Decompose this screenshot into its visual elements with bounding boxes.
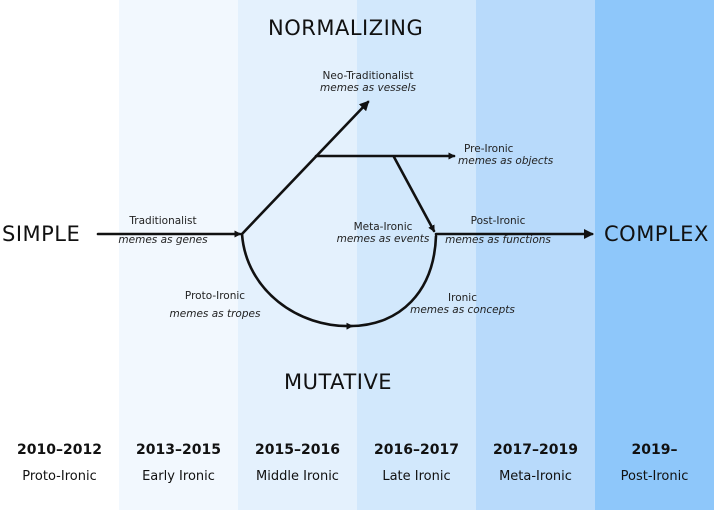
node-title: Traditionalist xyxy=(129,215,197,227)
era-band-3 xyxy=(238,0,357,510)
era-band-1 xyxy=(0,0,119,510)
node-subtitle: memes as events xyxy=(336,233,430,245)
axis-label-left: SIMPLE xyxy=(2,222,81,246)
arc-ironic xyxy=(350,234,438,328)
node-meta-ironic: Meta-Ironic memes as events xyxy=(328,221,438,245)
node-post-ironic: Post-Ironic memes as functions xyxy=(438,215,558,246)
timeline-years-1: 2010–2012 xyxy=(17,442,102,458)
timeline-years-2: 2013–2015 xyxy=(136,442,221,458)
arrow-to-meta-ironic xyxy=(392,155,436,233)
node-proto-ironic: Proto-Ironic memes as tropes xyxy=(160,290,270,320)
node-traditionalist: Traditionalist memes as genes xyxy=(108,215,218,246)
node-subtitle: memes as concepts xyxy=(410,304,515,316)
era-band-4 xyxy=(357,0,476,510)
era-band-5 xyxy=(476,0,595,510)
timeline-phase-2: Early Ironic xyxy=(142,469,215,484)
arrow-to-neo-traditionalist xyxy=(240,100,370,236)
node-subtitle: memes as genes xyxy=(118,234,208,246)
node-title: Proto-Ironic xyxy=(184,290,246,302)
timeline-years-4: 2016–2017 xyxy=(374,442,459,458)
arc-proto-ironic xyxy=(240,232,354,330)
node-ironic: Ironic memes as concepts xyxy=(400,292,525,316)
node-subtitle: memes as functions xyxy=(445,234,551,246)
timeline-phase-4: Late Ironic xyxy=(382,469,451,484)
node-subtitle: memes as vessels xyxy=(320,82,416,94)
node-title: Neo-Traditionalist xyxy=(322,70,414,82)
axis-label-top: NORMALIZING xyxy=(268,16,424,40)
timeline-years-6: 2019– xyxy=(631,442,678,458)
axis-label-right: COMPLEX xyxy=(604,222,709,246)
timeline-phase-6: Post-Ironic xyxy=(620,469,689,484)
timeline-years-5: 2017–2019 xyxy=(493,442,578,458)
timeline-phase-3: Middle Ironic xyxy=(256,469,339,484)
timeline-phase-5: Meta-Ironic xyxy=(499,469,572,484)
axis-label-bottom: MUTATIVE xyxy=(284,370,393,394)
era-band-2 xyxy=(119,0,238,510)
node-title: Meta-Ironic xyxy=(353,221,413,233)
timeline-phase-1: Proto-Ironic xyxy=(22,469,97,484)
node-subtitle: memes as objects xyxy=(458,155,554,167)
node-title: Ironic xyxy=(448,292,477,304)
era-band-6 xyxy=(595,0,714,510)
node-title: Pre-Ironic xyxy=(464,143,514,155)
node-title: Post-Ironic xyxy=(470,215,526,227)
timeline-years-3: 2015–2016 xyxy=(255,442,340,458)
node-subtitle: memes as tropes xyxy=(169,308,261,320)
node-neo-traditionalist: Neo-Traditionalist memes as vessels xyxy=(308,70,428,94)
node-pre-ironic: Pre-Ironic memes as objects xyxy=(458,143,568,167)
